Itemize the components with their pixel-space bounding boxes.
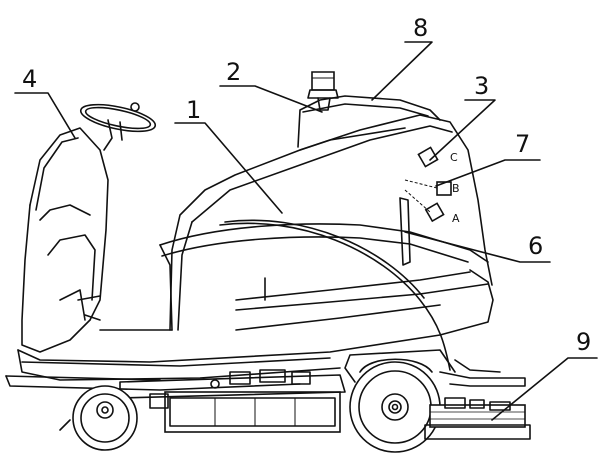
vehicle-body — [17, 71, 494, 381]
rear-wheel — [344, 349, 456, 453]
callout-labels: 1 2 3 4 6 7 8 9 — [22, 14, 591, 356]
sensor-group: C B A — [404, 146, 460, 225]
callout-9: 9 — [576, 328, 591, 356]
callout-1: 1 — [186, 96, 201, 124]
sensor-c-tag: C — [450, 151, 458, 164]
callout-4: 4 — [22, 65, 37, 93]
sensor-b-tag: B — [452, 182, 460, 195]
callout-2: 2 — [226, 58, 241, 86]
sensor-c — [417, 146, 439, 168]
sensor-a-tag: A — [452, 212, 460, 225]
sensor-b — [436, 181, 452, 196]
callout-8: 8 — [413, 14, 428, 42]
callout-6: 6 — [528, 232, 543, 260]
leader-lines — [14, 41, 598, 421]
squeegee-assembly — [424, 397, 531, 440]
sensor-a — [424, 202, 445, 223]
undercarriage — [5, 349, 531, 453]
front-wheel — [59, 385, 138, 451]
callout-7: 7 — [515, 130, 530, 158]
callout-3: 3 — [474, 72, 489, 100]
